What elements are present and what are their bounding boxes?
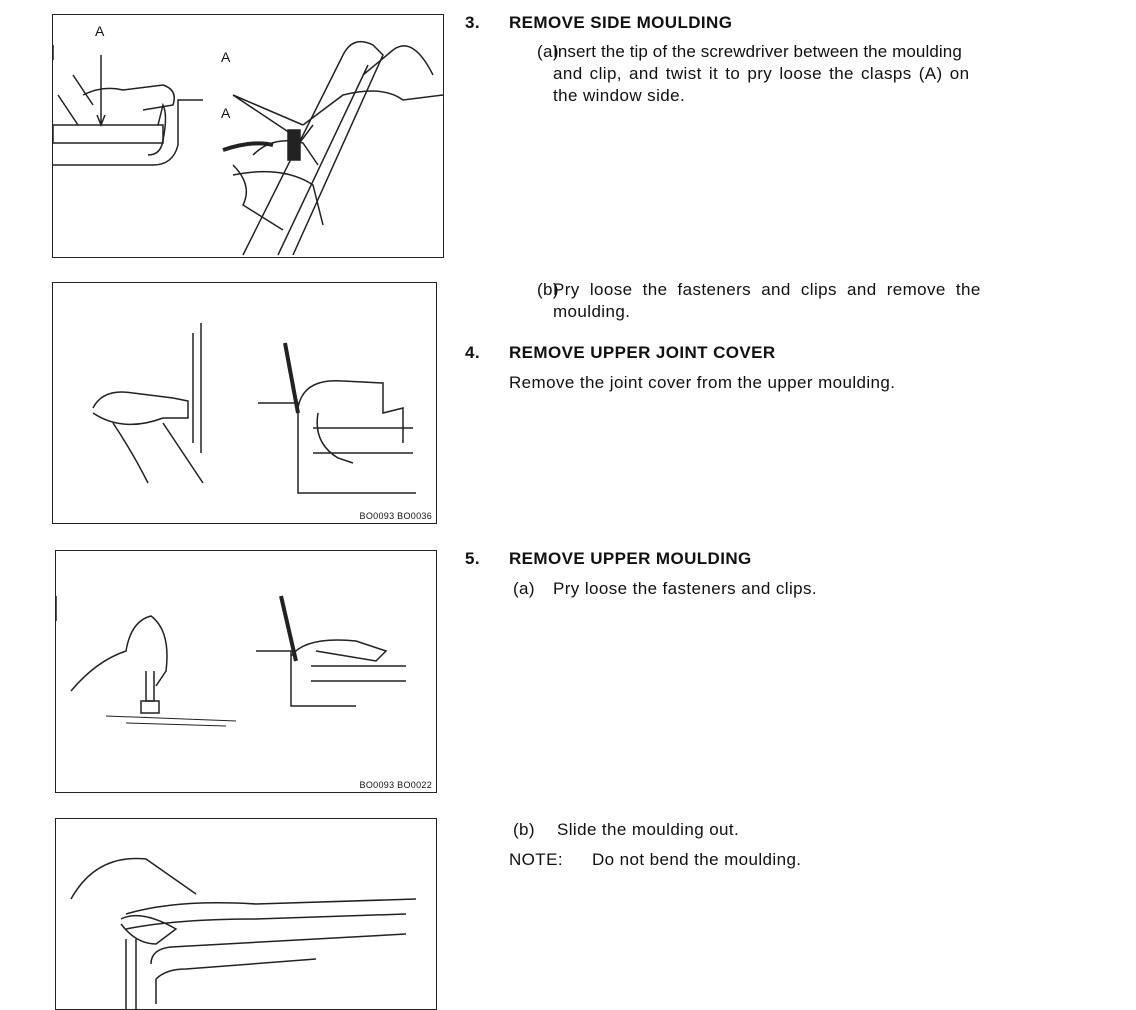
- step-number: 5.: [465, 549, 480, 568]
- figure-slide-moulding-out: [55, 818, 437, 1010]
- illustration-pry-upper-moulding: [56, 595, 406, 727]
- substep-label: (b): [537, 280, 559, 299]
- callout-label-a: A: [221, 49, 231, 65]
- figure-code: BO0093 BO0022: [359, 780, 432, 790]
- figure-fastener-removal: BO0093 BO0036: [52, 282, 437, 524]
- step-number: 4.: [465, 343, 480, 362]
- callout-label-a: A: [221, 105, 231, 121]
- step-heading: REMOVE SIDE MOULDING: [509, 13, 733, 32]
- substep-text: Insert the tip of the screwdriver betwee…: [553, 42, 962, 61]
- substep-text: Slide the moulding out.: [557, 820, 740, 839]
- substep-label: (b): [513, 820, 535, 839]
- step-body: Remove the joint cover from the upper mo…: [509, 373, 896, 392]
- note-text: Do not bend the moulding.: [592, 850, 802, 869]
- step-heading: REMOVE UPPER MOULDING: [509, 549, 752, 568]
- figure-upper-moulding-fasteners: BO0093 BO0022: [55, 550, 437, 793]
- callout-label-a: A: [95, 23, 105, 39]
- step-heading: REMOVE UPPER JOINT COVER: [509, 343, 776, 362]
- figure-code: BO0093 BO0036: [359, 511, 432, 521]
- substep-label: (a): [537, 42, 559, 61]
- substep-text: and clip, and twist it to pry loose the …: [553, 64, 970, 83]
- substep-text: the window side.: [553, 86, 686, 105]
- figure-side-moulding-clasps: A A A: [52, 14, 444, 258]
- substep-text: Pry loose the fasteners and clips.: [553, 579, 818, 598]
- step-number: 3.: [465, 13, 480, 32]
- substep-text: Pry loose the fasteners and clips and re…: [553, 280, 981, 299]
- substep-text: moulding.: [553, 302, 631, 321]
- note-label: NOTE:: [509, 850, 563, 869]
- substep-label: (a): [513, 579, 535, 598]
- illustration-sliding-moulding: [70, 857, 417, 1009]
- illustration-pry-fastener: [92, 323, 416, 494]
- illustration-screwdriver-prying-clasp: [53, 40, 443, 256]
